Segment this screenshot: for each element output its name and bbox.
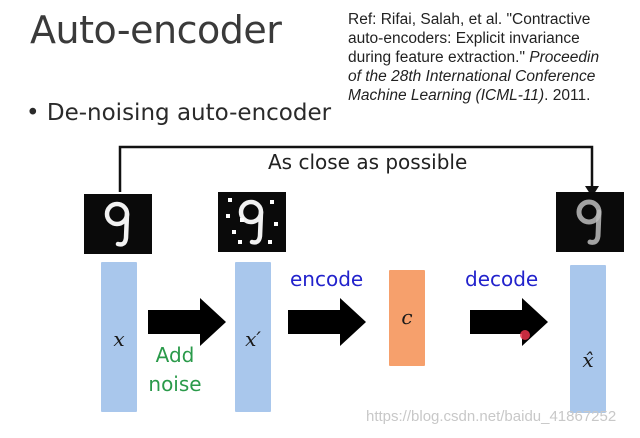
reference-citation: Ref: Rifai, Salah, et al. "Contractive a… [348, 10, 640, 105]
feedback-line [118, 145, 594, 192]
noisy-var-label: x′ [245, 327, 261, 351]
code-vector-bar [389, 270, 425, 366]
decode-arrow [470, 298, 548, 346]
encode-label: encode [290, 267, 364, 291]
reference-line-5: Machine Learning (ICML-11). 2011. [348, 87, 591, 104]
decode-label: decode [465, 267, 539, 291]
digit-clean-image [84, 194, 152, 254]
reference-line-3: during feature extraction." Proceedin [348, 49, 600, 66]
encode-arrow [288, 298, 366, 346]
reference-line-1: Ref: Rifai, Salah, et al. "Contractive [348, 11, 591, 28]
output-var-label: x̂ [582, 348, 594, 372]
reference-line-4: of the 28th International Conference [348, 68, 596, 85]
bullet-denoising: • De-noising auto-encoder [26, 100, 332, 126]
output-vector-bar [570, 265, 606, 413]
pointer-dot [520, 330, 530, 340]
input-vector-bar [101, 262, 137, 412]
add-noise-arrow [148, 298, 226, 346]
code-var-label: c [401, 305, 413, 329]
digit-noisy-image [218, 192, 286, 252]
noisy-vector-bar [235, 262, 271, 412]
feedback-arrowhead [585, 186, 599, 197]
reference-line-2: auto-encoders: Explicit invariance [348, 30, 580, 47]
add-noise-label: Add noise [148, 343, 202, 396]
slide-title: Auto-encoder [30, 8, 282, 52]
watermark: https://blog.csdn.net/baidu_41867252 [366, 408, 617, 425]
digit-reconstructed-image [556, 192, 624, 252]
feedback-label: As close as possible [268, 150, 468, 174]
input-var-label: x [113, 327, 125, 351]
